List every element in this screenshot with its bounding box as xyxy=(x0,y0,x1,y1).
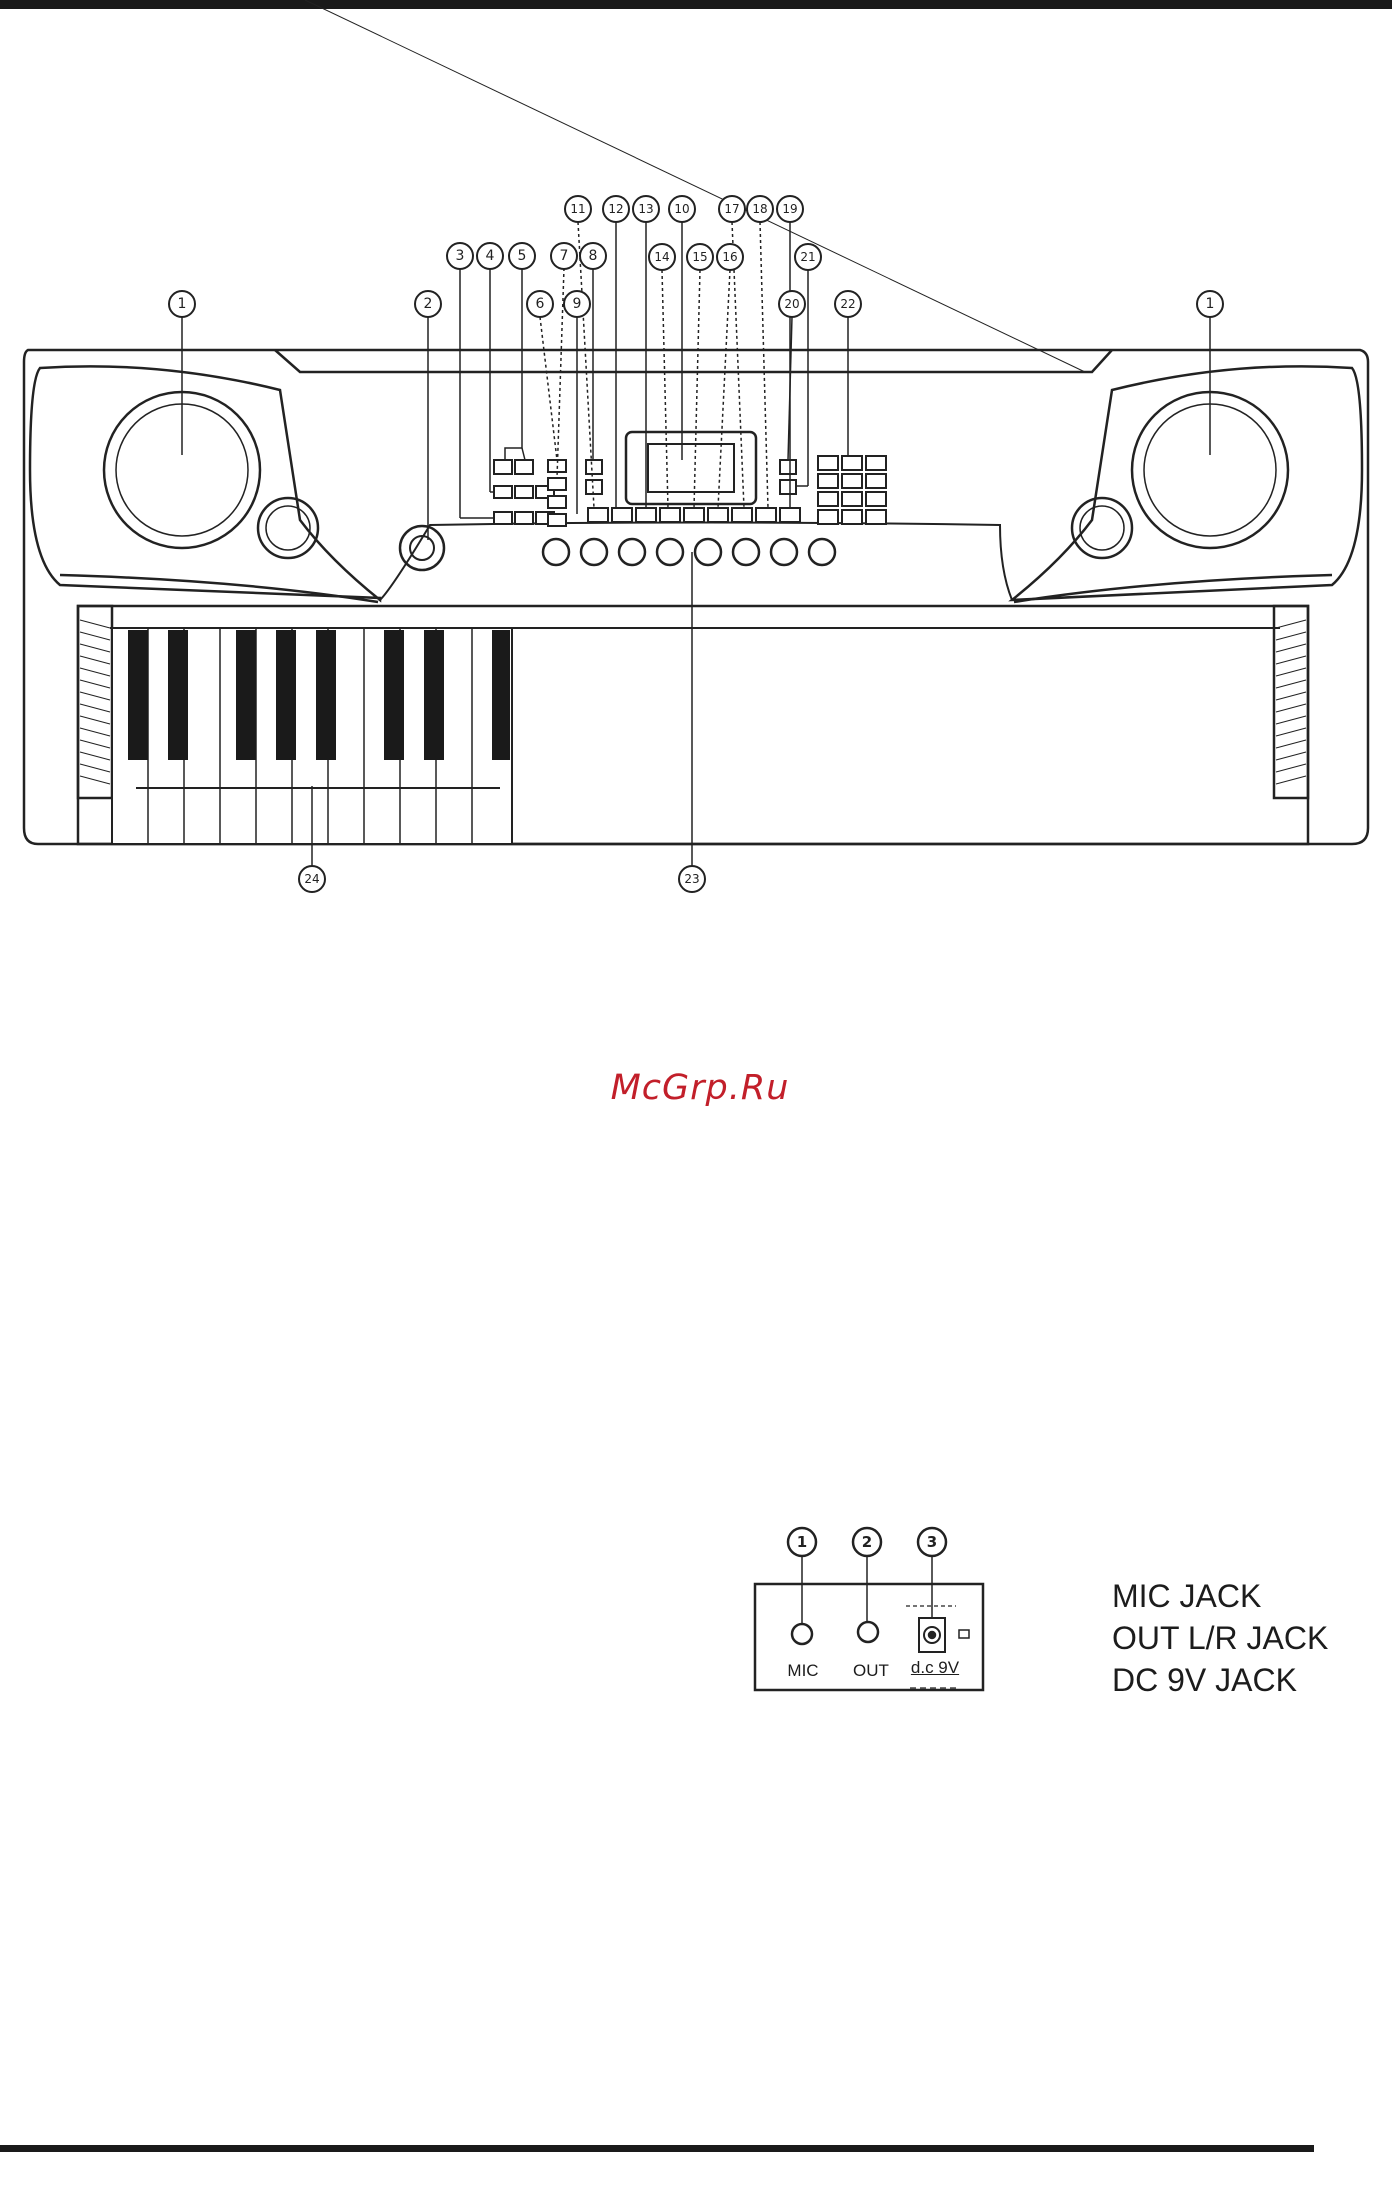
black-key[interactable] xyxy=(424,630,444,760)
callout-label: 21 xyxy=(800,250,815,264)
black-key[interactable] xyxy=(384,630,404,760)
callout-label: 18 xyxy=(752,202,767,216)
callout-label: 9 xyxy=(573,296,582,312)
control-button-11[interactable] xyxy=(586,460,602,474)
display-button-1[interactable] xyxy=(588,508,608,522)
jack-callout-label: 3 xyxy=(927,1533,937,1551)
pad-key[interactable] xyxy=(842,474,862,488)
rhythm-button-2[interactable] xyxy=(581,539,607,565)
display-button-8[interactable] xyxy=(756,508,776,522)
callout-label: 3 xyxy=(456,248,465,264)
callout-label: 4 xyxy=(486,248,495,264)
rhythm-button-1[interactable] xyxy=(543,539,569,565)
callout-label: 12 xyxy=(608,202,623,216)
rhythm-button-7[interactable] xyxy=(771,539,797,565)
display-button-2[interactable] xyxy=(612,508,632,522)
pad-key[interactable] xyxy=(866,474,886,488)
jack-callout-label: 2 xyxy=(862,1533,872,1551)
callout-label: 22 xyxy=(840,297,855,311)
legend-out-jack: OUT L/R JACK xyxy=(1112,1620,1328,1657)
callout-label: 5 xyxy=(518,248,527,264)
watermark: McGrp.Ru xyxy=(560,1068,840,1108)
control-button-3b[interactable] xyxy=(515,512,533,524)
bottom-rule xyxy=(0,2145,1314,2152)
right-vent xyxy=(1274,606,1308,798)
display-button-6[interactable] xyxy=(708,508,728,522)
rhythm-button-6[interactable] xyxy=(733,539,759,565)
pad-key[interactable] xyxy=(818,510,838,524)
control-button-21[interactable] xyxy=(780,480,796,494)
right-speaker-panel xyxy=(1012,366,1362,600)
rhythm-button-5[interactable] xyxy=(695,539,721,565)
pad-key[interactable] xyxy=(866,510,886,524)
legend-dc-jack: DC 9V JACK xyxy=(1112,1662,1297,1699)
display-button-3[interactable] xyxy=(636,508,656,522)
display-button-4[interactable] xyxy=(660,508,680,522)
right-speaker-tweeter xyxy=(1072,498,1132,558)
rhythm-button-8[interactable] xyxy=(809,539,835,565)
callout-label: 10 xyxy=(674,202,689,216)
display-button-7[interactable] xyxy=(732,508,752,522)
callout-label: 1 xyxy=(1206,296,1215,312)
volume-knob[interactable] xyxy=(400,526,444,570)
callout-label: 7 xyxy=(560,248,569,264)
rhythm-button-3[interactable] xyxy=(619,539,645,565)
number-pad xyxy=(818,456,886,524)
callout-label: 24 xyxy=(304,872,319,886)
callout-label: 16 xyxy=(722,250,737,264)
control-button-3a[interactable] xyxy=(494,512,512,524)
control-button-5a[interactable] xyxy=(494,460,512,474)
black-key[interactable] xyxy=(168,630,188,760)
control-button-7[interactable] xyxy=(548,478,566,490)
display-button-9[interactable] xyxy=(780,508,800,522)
black-key[interactable] xyxy=(236,630,256,760)
control-button-4a[interactable] xyxy=(494,486,512,498)
control-button-5b[interactable] xyxy=(515,460,533,474)
pad-key[interactable] xyxy=(842,456,862,470)
left-speaker-tweeter xyxy=(258,498,318,558)
legend-mic-jack: MIC JACK xyxy=(1112,1578,1261,1615)
control-button-9[interactable] xyxy=(548,514,566,526)
black-key[interactable] xyxy=(128,630,148,760)
display-button-5[interactable] xyxy=(684,508,704,522)
pad-key[interactable] xyxy=(866,492,886,506)
control-button-12[interactable] xyxy=(586,480,602,494)
pad-key[interactable] xyxy=(842,492,862,506)
callout-label: 15 xyxy=(692,250,707,264)
callout-label: 20 xyxy=(784,297,799,311)
left-speaker-panel xyxy=(30,366,380,600)
pad-key[interactable] xyxy=(818,456,838,470)
callout-label: 14 xyxy=(654,250,669,264)
control-button-8[interactable] xyxy=(548,496,566,508)
callout-label: 11 xyxy=(570,202,585,216)
callout-label: 6 xyxy=(536,296,545,312)
callout-label: 23 xyxy=(684,872,699,886)
left-vent xyxy=(78,606,112,798)
pad-key[interactable] xyxy=(842,510,862,524)
black-key[interactable] xyxy=(492,630,510,760)
pad-key[interactable] xyxy=(818,492,838,506)
black-key[interactable] xyxy=(276,630,296,760)
callout-label: 13 xyxy=(638,202,653,216)
out-jack xyxy=(858,1622,878,1642)
callout-label: 1 xyxy=(178,296,187,312)
callout-label: 17 xyxy=(724,202,739,216)
control-button-4b[interactable] xyxy=(515,486,533,498)
callout-label: 2 xyxy=(424,296,433,312)
jack-callout-label: 1 xyxy=(797,1533,807,1551)
pad-key[interactable] xyxy=(818,474,838,488)
mic-jack xyxy=(792,1624,812,1644)
callout-label: 8 xyxy=(589,248,598,264)
black-key[interactable] xyxy=(316,630,336,760)
jack-label-dc: d.c 9V xyxy=(890,1658,980,1678)
pad-key[interactable] xyxy=(866,456,886,470)
control-button-20[interactable] xyxy=(780,460,796,474)
callout-label: 19 xyxy=(782,202,797,216)
rhythm-button-4[interactable] xyxy=(657,539,683,565)
